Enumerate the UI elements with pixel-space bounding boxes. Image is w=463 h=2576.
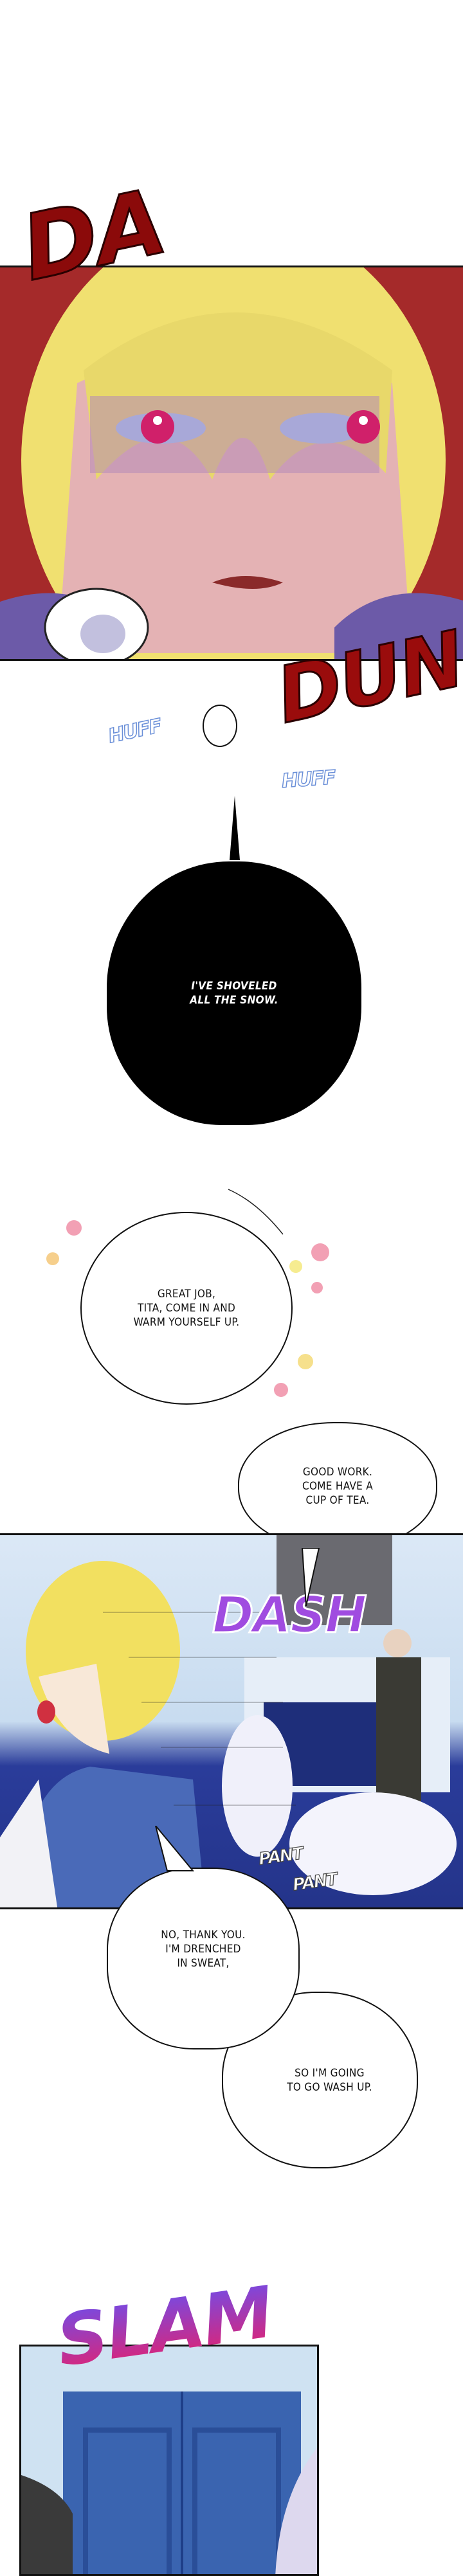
- dark-bubble-tail: [230, 796, 240, 860]
- door-illustration: [21, 2391, 317, 2574]
- sfx-huff-right: HUFF: [280, 766, 336, 793]
- sfx-huff-left: HUFF: [106, 714, 163, 748]
- speech-bubble-good-work: GOOD WORK. COME HAVE A CUP OF TEA.: [238, 1422, 437, 1551]
- wash-up-text: SO I'M GOING TO GO WASH UP.: [287, 2066, 372, 2094]
- no-thanks-text: NO, THANK YOU. I'M DRENCHED IN SWEAT,: [161, 1928, 246, 1970]
- good-work-text: GOOD WORK. COME HAVE A CUP OF TEA.: [302, 1466, 374, 1507]
- good-work-bubble-tail: [301, 1548, 320, 1606]
- room-illustration: [0, 1535, 457, 1907]
- speech-bubble-no-thanks: NO, THANK YOU. I'M DRENCHED IN SWEAT,: [107, 1868, 300, 2049]
- dark-bubble-text: I'VE SHOVELED ALL THE SNOW.: [190, 980, 278, 1007]
- door-panel: [19, 2345, 319, 2576]
- great-job-text: GREAT JOB, TITA, COME IN AND WARM YOURSE…: [133, 1288, 240, 1329]
- speech-bubble-great-job: GREAT JOB, TITA, COME IN AND WARM YOURSE…: [80, 1212, 293, 1405]
- flowers-decoration: [46, 1189, 329, 1397]
- face-illustration: [0, 267, 463, 659]
- no-thanks-bubble-tail: [155, 1826, 195, 1871]
- breath-puff-icon: [203, 705, 237, 747]
- room-panel: DASH PANT PANT: [0, 1533, 463, 1909]
- dark-speech-bubble: I'VE SHOVELED ALL THE SNOW.: [107, 861, 361, 1125]
- face-panel: [0, 266, 463, 661]
- left-eye: [141, 410, 174, 444]
- right-eye: [347, 410, 380, 444]
- sfx-dash: DASH: [212, 1586, 368, 1646]
